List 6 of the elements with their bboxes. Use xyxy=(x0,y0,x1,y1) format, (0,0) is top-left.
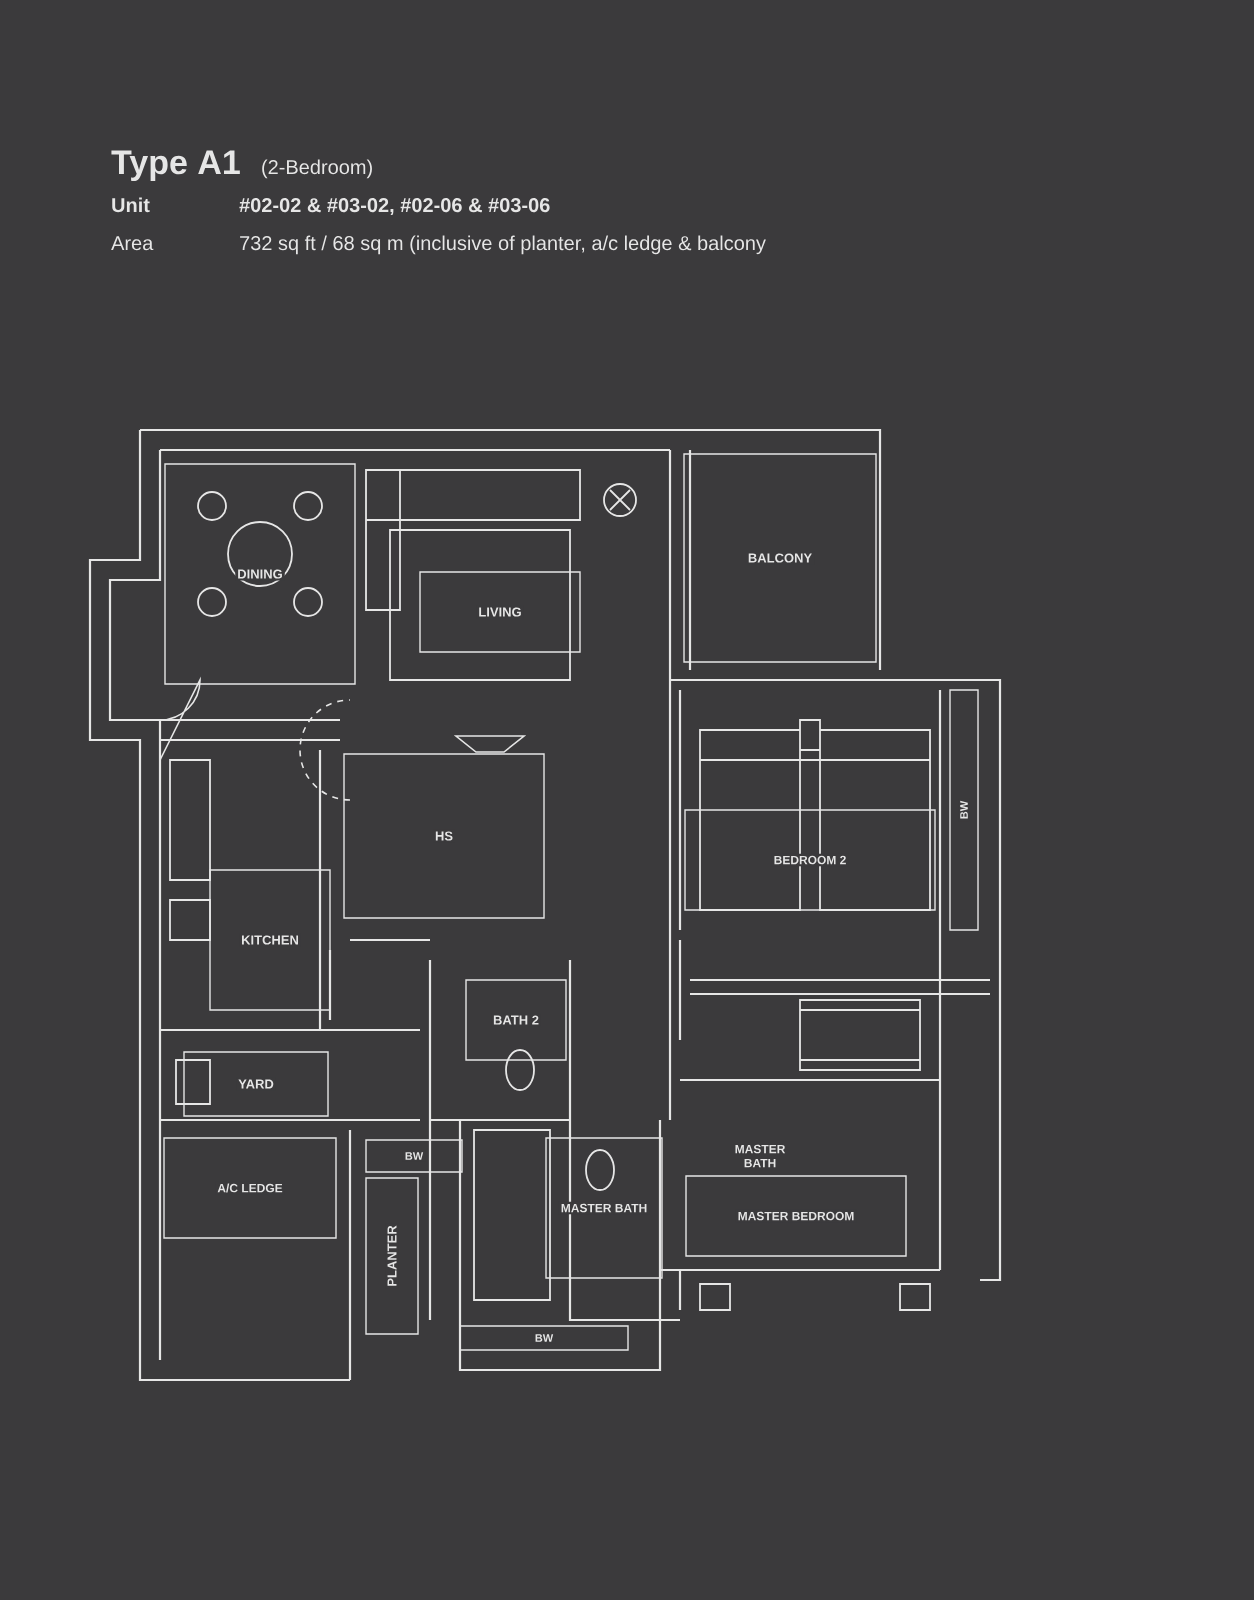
unit-numbers: #02-02 & #03-02, #02-06 & #03-06 xyxy=(239,198,550,216)
area-text: 732 sq ft / 68 sq m (inclusive of planter, a/c ledge & balcony xyxy=(240,235,766,255)
field-label: Area xyxy=(111,236,154,251)
field-label: Unit xyxy=(112,197,150,213)
title: Type A1 xyxy=(111,150,240,182)
subtitle: (2-Bedroom) xyxy=(262,159,372,179)
